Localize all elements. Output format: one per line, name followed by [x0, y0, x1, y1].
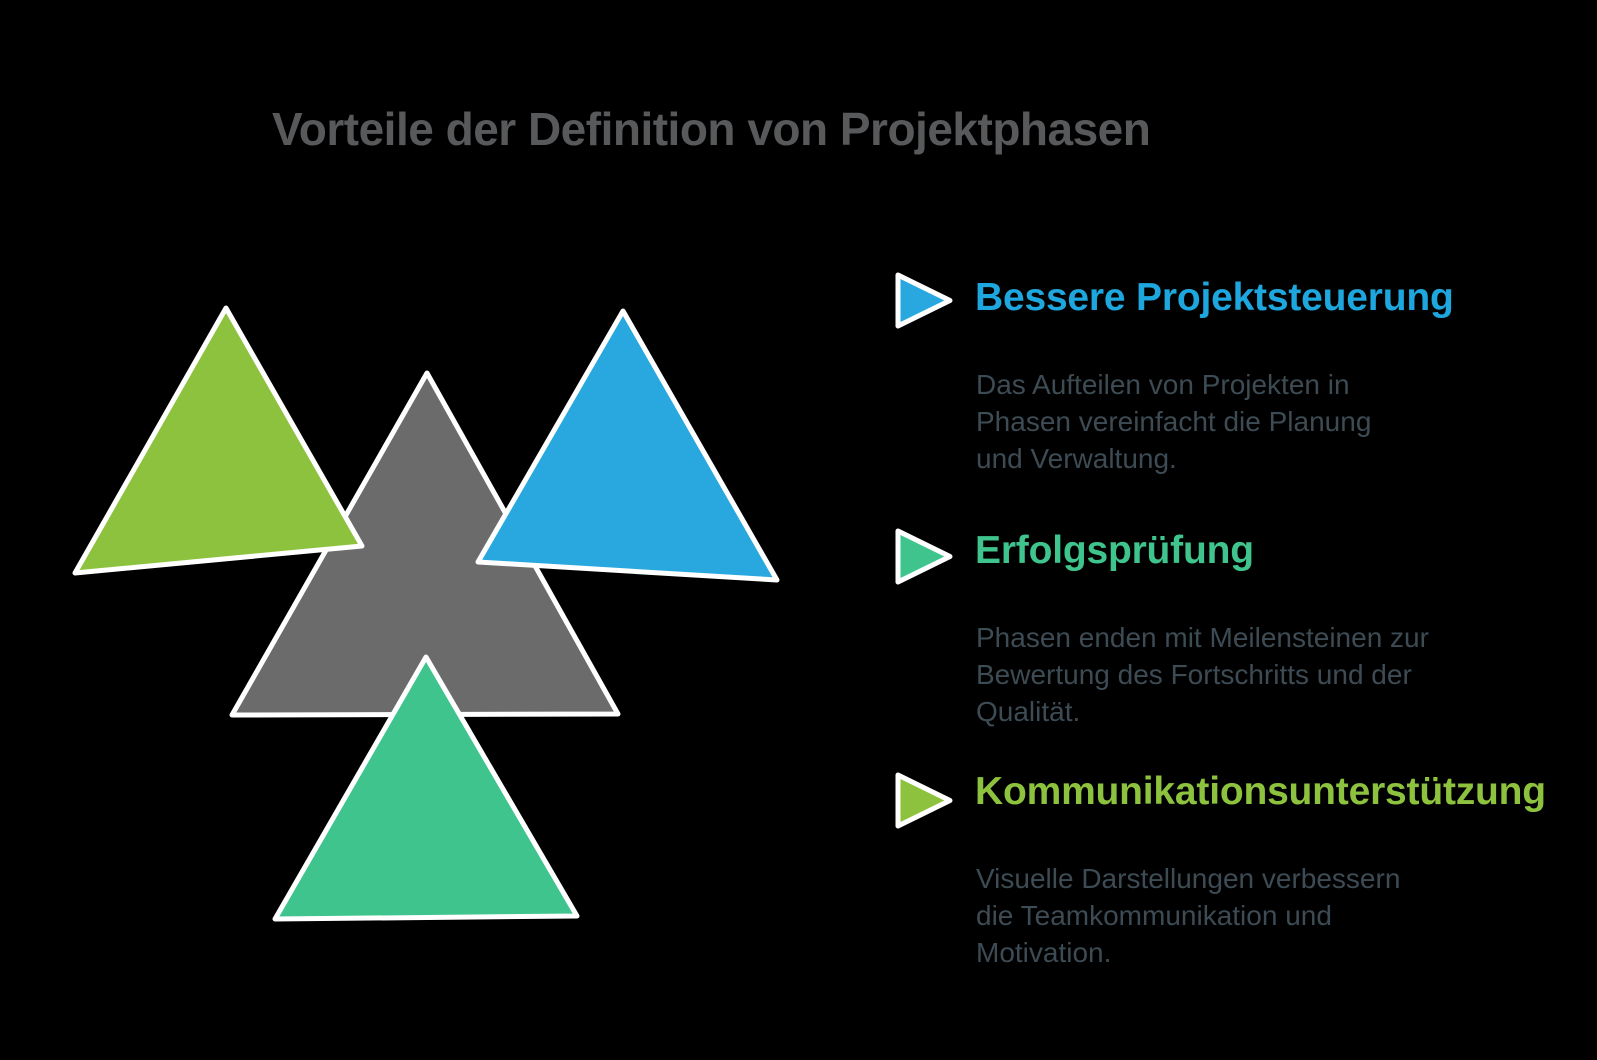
- lime-arrow-icon: [895, 772, 953, 829]
- lime-arrow-shape: [895, 772, 953, 829]
- green-bottom-triangle: [272, 654, 580, 922]
- page-title: Vorteile der Definition von Projektphase…: [272, 103, 1151, 155]
- benefit-heading-projektsteuerung: Bessere Projektsteuerung: [975, 276, 1454, 319]
- benefit-body-erfolgspruefung: Phasen enden mit Meilensteinen zur Bewer…: [976, 622, 1429, 727]
- lime-top-left-triangle: [72, 305, 365, 576]
- benefit-heading-erfolgspruefung: Erfolgsprüfung: [975, 529, 1254, 572]
- benefit-heading-kommunikation: Kommunikationsunterstützung: [975, 770, 1546, 813]
- benefit-body-projektsteuerung: Das Aufteilen von Projekten in Phasen ve…: [976, 369, 1372, 474]
- blue-top-right-triangle: [475, 308, 780, 583]
- benefit-body-kommunikation: Visuelle Darstellungen verbessern die Te…: [976, 863, 1401, 968]
- blue-arrow-icon: [895, 272, 953, 329]
- green-arrow-icon: [895, 528, 953, 585]
- blue-arrow-shape: [895, 272, 953, 329]
- green-arrow-shape: [895, 528, 953, 585]
